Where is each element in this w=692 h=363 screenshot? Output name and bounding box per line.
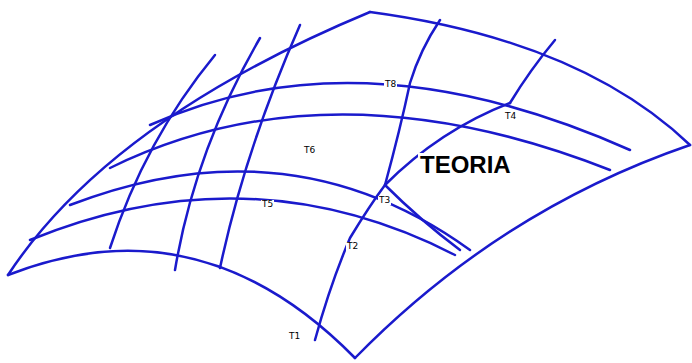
point-label: T4 [504, 112, 517, 121]
surface-title: TEORIA [418, 153, 513, 177]
point-label: T1 [288, 332, 301, 341]
point-label: T3 [378, 196, 391, 205]
point-label: T6 [303, 146, 316, 155]
point-label: T8 [384, 80, 397, 89]
point-label: T2 [346, 242, 359, 251]
point-label: T5 [261, 200, 274, 209]
